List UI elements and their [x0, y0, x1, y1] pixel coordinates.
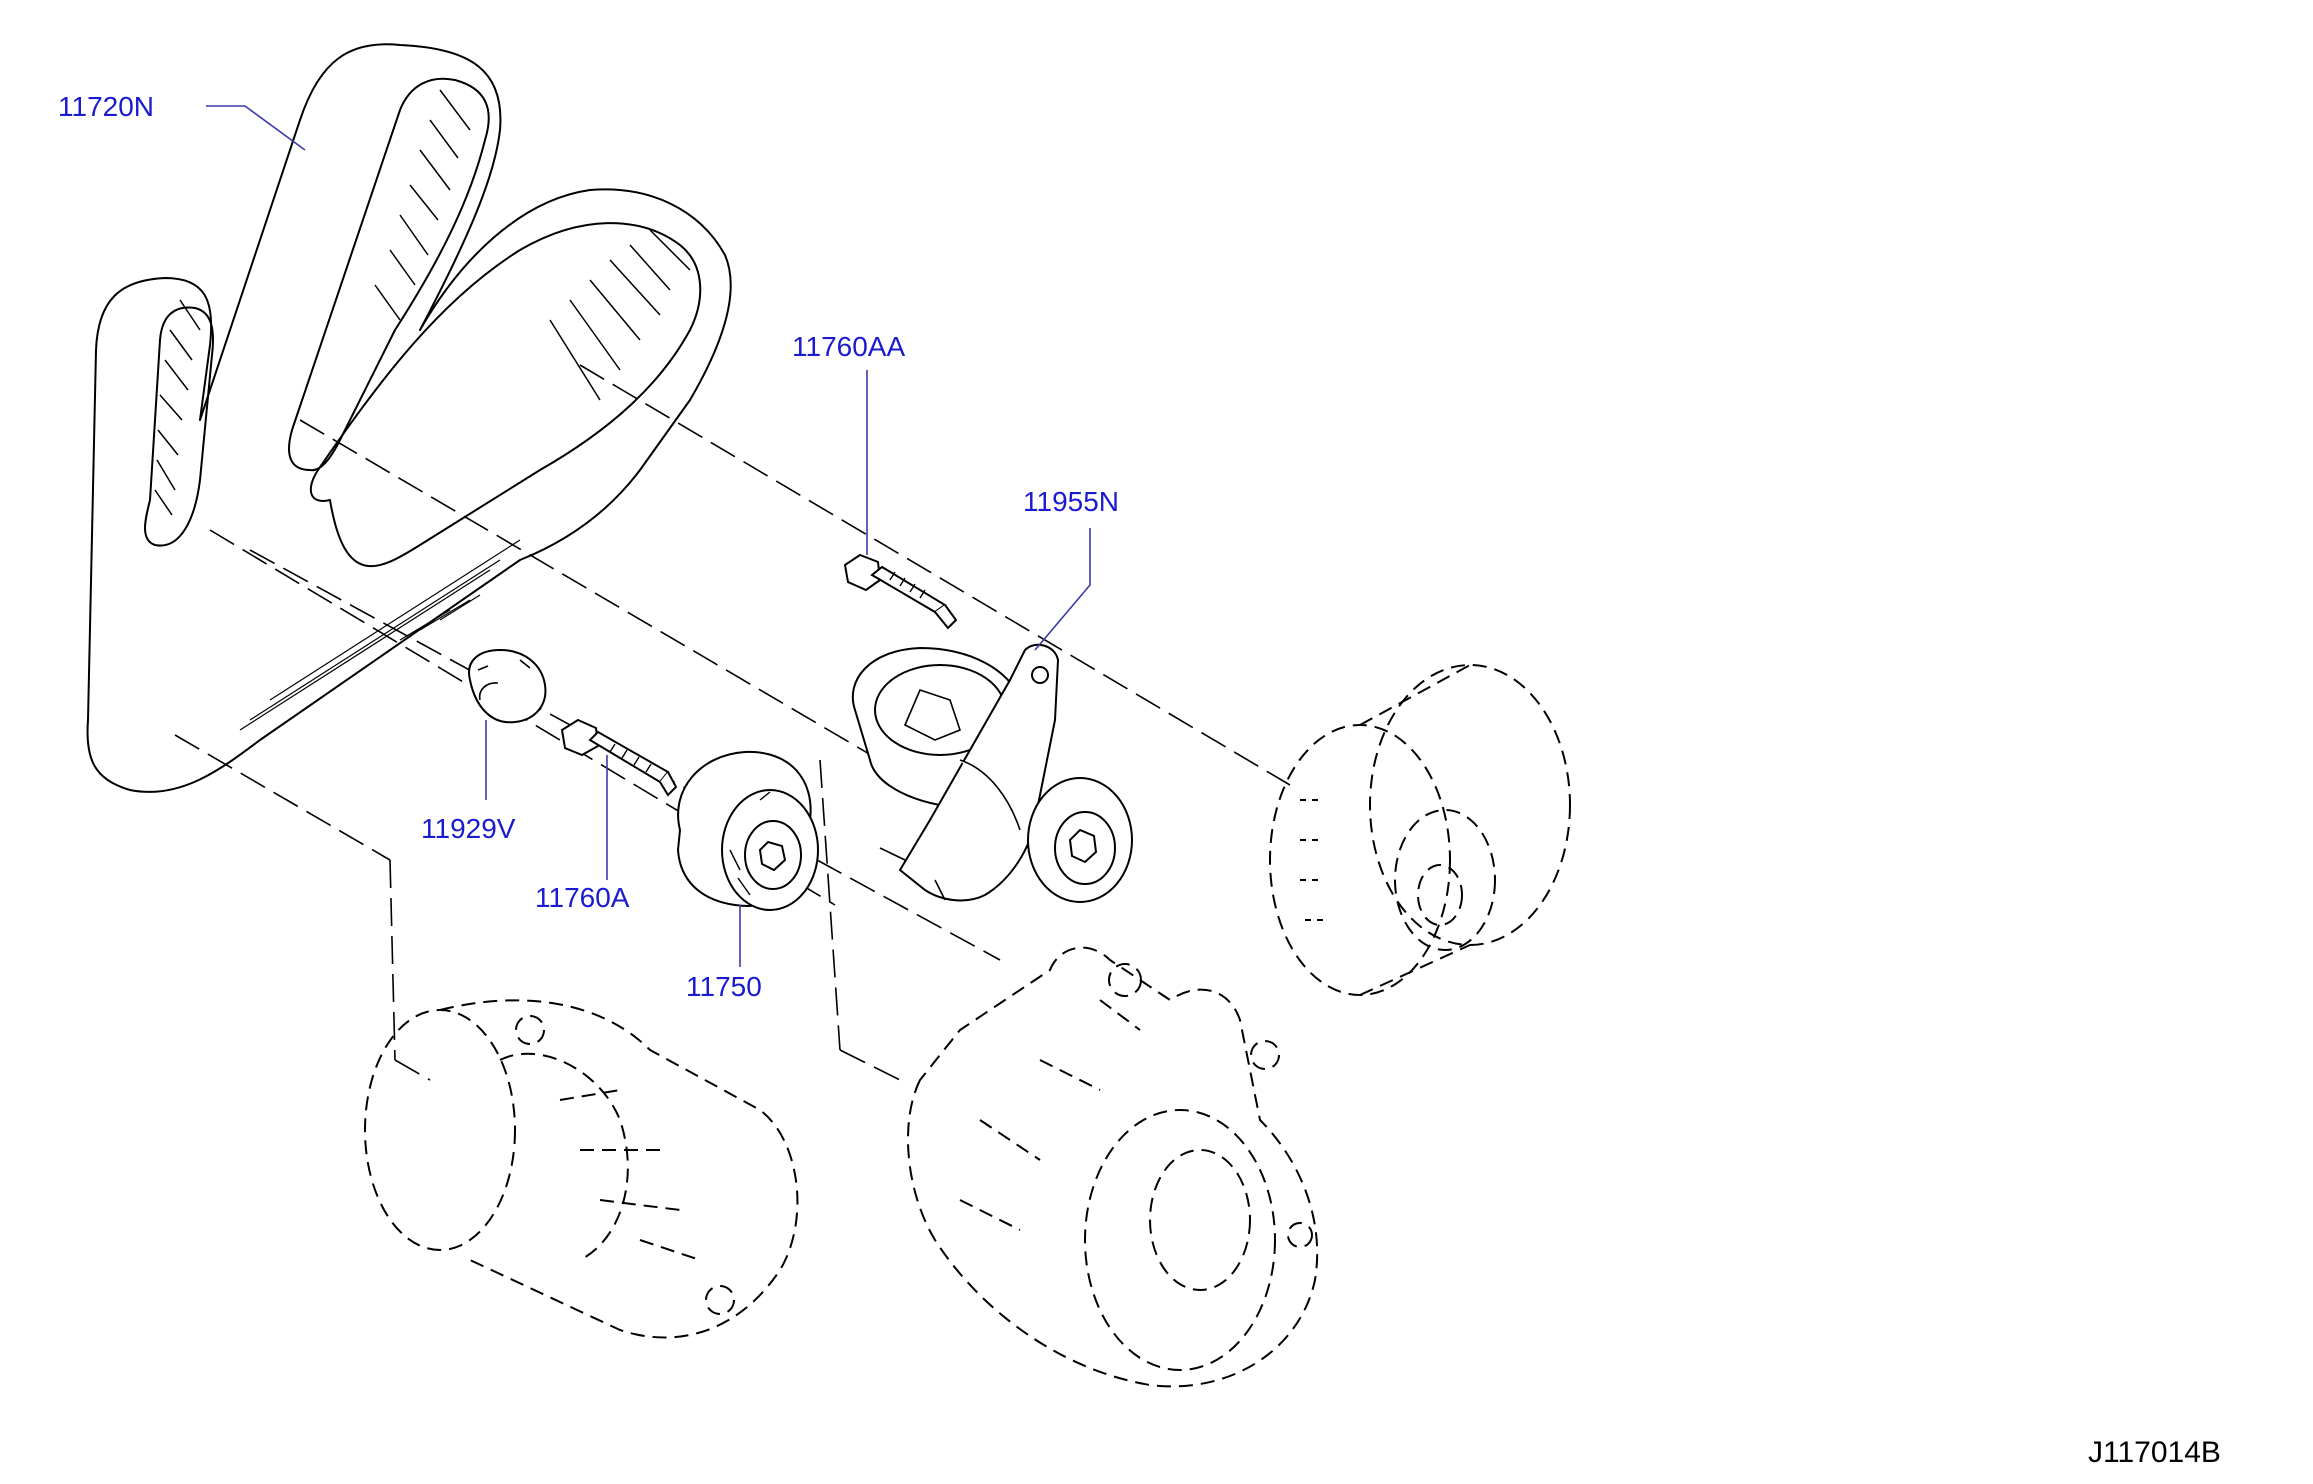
alternator-phantom	[907, 946, 1319, 1388]
crank-pulley-phantom	[1269, 664, 1571, 996]
belt-tensioner-drawing	[851, 643, 1133, 903]
callout-belt-tensioner[interactable]: 11955N	[1023, 486, 1120, 517]
tensioner-bolt-drawing	[843, 553, 958, 630]
callout-idler-pulley-cap[interactable]: 11929V	[421, 813, 516, 844]
idler-bolt-drawing	[560, 718, 678, 797]
callout-drive-belt[interactable]: 11720N	[58, 91, 155, 122]
diagram-code: J117014B	[2088, 1436, 2221, 1469]
idler-cap-drawing	[468, 648, 547, 724]
callout-tensioner-bolt[interactable]: 11760AA	[792, 331, 906, 362]
compressor-phantom	[364, 999, 799, 1339]
drive-belt-drawing	[86, 43, 732, 793]
callout-idler-pulley[interactable]: 11750	[686, 971, 762, 1002]
idler-pulley-drawing	[676, 750, 819, 911]
leader-lines	[206, 105, 1091, 967]
callout-idler-pulley-bolt[interactable]: 11760A	[535, 882, 630, 913]
